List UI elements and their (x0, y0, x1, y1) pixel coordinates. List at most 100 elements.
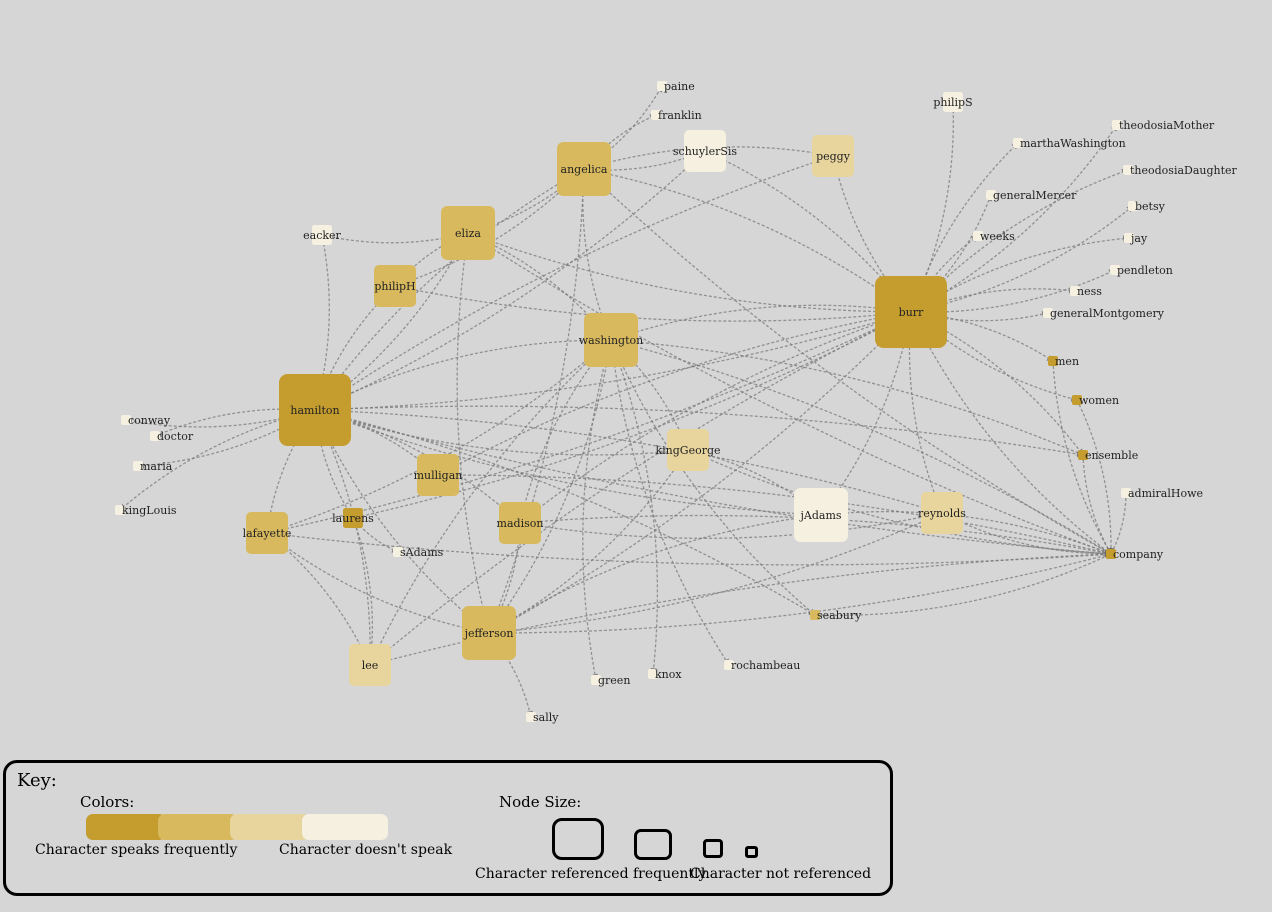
edge-hamilton-schuylerSis (314, 150, 706, 411)
node-box-maria[interactable] (133, 461, 143, 471)
node-angelica[interactable]: angelica (557, 142, 611, 196)
node-box-philipH[interactable] (374, 265, 416, 307)
node-box-generalMercer[interactable] (986, 190, 996, 200)
node-box-pendleton[interactable] (1110, 265, 1120, 275)
node-box-generalMontgomery[interactable] (1043, 308, 1053, 318)
node-burr[interactable]: burr (875, 276, 947, 348)
node-box-jefferson[interactable] (462, 606, 516, 660)
node-box-mulligan[interactable] (417, 454, 459, 496)
edge-hamilton-madison (314, 409, 521, 524)
node-theodosiaMother[interactable]: theodosiaMother (1112, 119, 1215, 132)
node-jay[interactable]: jay (1124, 232, 1148, 245)
node-box-jAdams[interactable] (794, 488, 848, 542)
node-box-lee[interactable] (349, 644, 391, 686)
node-betsy[interactable]: betsy (1128, 200, 1166, 213)
edge-jAdams-company (820, 510, 1112, 555)
node-box-paine[interactable] (657, 81, 667, 91)
node-ensemble[interactable]: ensemble (1078, 449, 1138, 462)
node-jAdams[interactable]: jAdams (794, 488, 848, 542)
node-generalMontgomery[interactable]: generalMontgomery (1043, 307, 1165, 320)
node-philipH[interactable]: philipH (374, 265, 416, 307)
node-mulligan[interactable]: mulligan (414, 454, 463, 496)
node-box-eacker[interactable] (312, 225, 332, 245)
node-box-kingLouis[interactable] (115, 505, 125, 515)
node-sAdams[interactable]: sAdams (393, 546, 444, 559)
node-box-madison[interactable] (499, 502, 541, 544)
node-conway[interactable]: conway (121, 414, 171, 427)
node-pendleton[interactable]: pendleton (1110, 264, 1173, 277)
node-company[interactable]: company (1106, 548, 1164, 561)
node-generalMercer[interactable]: generalMercer (986, 189, 1077, 202)
node-box-peggy[interactable] (812, 135, 854, 177)
node-box-schuylerSis[interactable] (684, 130, 726, 172)
node-box-sally[interactable] (526, 712, 536, 722)
node-paine[interactable]: paine (657, 80, 695, 93)
node-box-theodosiaMother[interactable] (1112, 120, 1122, 130)
node-men[interactable]: men (1048, 355, 1079, 368)
node-green[interactable]: green (591, 674, 630, 687)
node-franklin[interactable]: franklin (651, 109, 702, 122)
node-philipS[interactable]: philipS (933, 92, 973, 112)
node-box-seabury[interactable] (810, 610, 820, 620)
node-box-women[interactable] (1072, 395, 1082, 405)
node-box-jay[interactable] (1124, 233, 1134, 243)
node-knox[interactable]: knox (648, 668, 682, 681)
node-kingLouis[interactable]: kingLouis (115, 504, 177, 517)
node-box-company[interactable] (1106, 549, 1116, 559)
node-weeks[interactable]: weeks (973, 230, 1015, 243)
node-box-reynolds[interactable] (921, 492, 963, 534)
node-theodosiaDaughter[interactable]: theodosiaDaughter (1123, 164, 1238, 177)
node-box-lafayette[interactable] (246, 512, 288, 554)
node-kingGeorge[interactable]: kingGeorge (655, 429, 721, 471)
node-peggy[interactable]: peggy (812, 135, 854, 177)
node-box-rochambeau[interactable] (724, 660, 734, 670)
node-box-weeks[interactable] (973, 231, 983, 241)
node-box-conway[interactable] (121, 415, 131, 425)
node-label-admiralHowe: admiralHowe (1128, 487, 1203, 500)
node-box-eliza[interactable] (441, 206, 495, 260)
node-admiralHowe[interactable]: admiralHowe (1121, 487, 1203, 500)
node-box-men[interactable] (1048, 356, 1058, 366)
node-laurens[interactable]: laurens (332, 508, 374, 528)
node-box-green[interactable] (591, 675, 601, 685)
node-box-doctor[interactable] (150, 431, 160, 441)
node-schuylerSis[interactable]: schuylerSis (673, 130, 738, 172)
node-box-theodosiaDaughter[interactable] (1123, 165, 1133, 175)
node-sally[interactable]: sally (526, 711, 559, 724)
node-lafayette[interactable]: lafayette (243, 512, 292, 554)
node-box-betsy[interactable] (1128, 201, 1138, 211)
node-box-laurens[interactable] (343, 508, 363, 528)
node-box-admiralHowe[interactable] (1121, 488, 1131, 498)
node-label-jefferson: jefferson (463, 627, 514, 640)
node-doctor[interactable]: doctor (150, 430, 194, 443)
node-jefferson[interactable]: jefferson (462, 606, 516, 660)
node-women[interactable]: women (1072, 394, 1119, 407)
node-eliza[interactable]: eliza (441, 206, 495, 260)
node-box-hamilton[interactable] (279, 374, 351, 446)
node-reynolds[interactable]: reynolds (918, 492, 966, 534)
node-lee[interactable]: lee (349, 644, 391, 686)
node-washington[interactable]: washington (579, 313, 643, 367)
node-box-philipS[interactable] (943, 92, 963, 112)
node-seabury[interactable]: seabury (810, 609, 862, 622)
node-maria[interactable]: maria (133, 460, 173, 473)
edge-angelica-schuylerSis (583, 150, 706, 171)
node-eacker[interactable]: eacker (303, 225, 342, 245)
node-marthaWashington[interactable]: marthaWashington (1013, 137, 1126, 150)
node-box-kingGeorge[interactable] (667, 429, 709, 471)
node-box-sAdams[interactable] (393, 547, 403, 557)
node-ness[interactable]: ness (1070, 285, 1102, 298)
node-box-ensemble[interactable] (1078, 450, 1088, 460)
edge-washington-green (582, 339, 612, 681)
node-box-angelica[interactable] (557, 142, 611, 196)
node-hamilton[interactable]: hamilton (279, 374, 351, 446)
node-madison[interactable]: madison (497, 502, 544, 544)
node-label-maria: maria (140, 460, 173, 473)
node-box-knox[interactable] (648, 669, 658, 679)
node-box-marthaWashington[interactable] (1013, 138, 1023, 148)
node-box-washington[interactable] (584, 313, 638, 367)
node-rochambeau[interactable]: rochambeau (724, 659, 800, 672)
node-box-ness[interactable] (1070, 286, 1080, 296)
node-box-franklin[interactable] (651, 110, 661, 120)
node-box-burr[interactable] (875, 276, 947, 348)
